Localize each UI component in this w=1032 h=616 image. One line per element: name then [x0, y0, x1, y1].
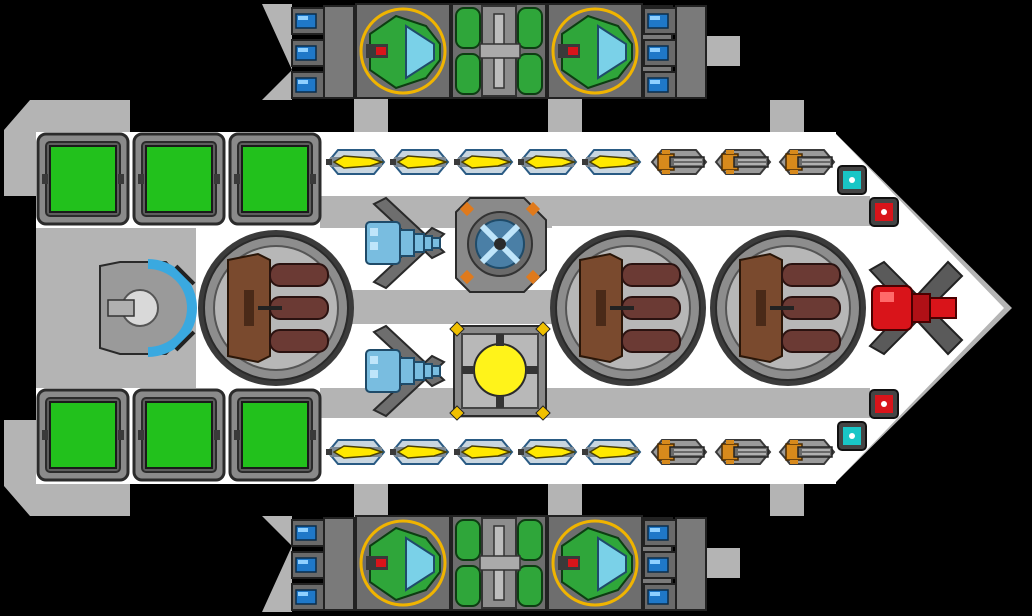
power-cell-icon[interactable] [228, 388, 322, 482]
shield-generator-icon[interactable] [455, 197, 547, 293]
vent-icon [291, 5, 355, 99]
missile-launcher-icon[interactable] [453, 149, 513, 175]
bottom-wing [291, 514, 707, 612]
missile-launcher-icon[interactable] [325, 149, 385, 175]
thruster-pod-icon[interactable] [354, 2, 452, 100]
power-cell-icon[interactable] [132, 388, 226, 482]
thruster-pod-icon[interactable] [546, 514, 644, 612]
laser-turret-icon[interactable] [715, 439, 771, 465]
plasma-cannon-icon[interactable] [868, 260, 964, 356]
laser-turret-icon[interactable] [651, 439, 707, 465]
missile-launcher-icon[interactable] [453, 439, 513, 465]
laser-turret-icon[interactable] [715, 149, 771, 175]
sensor-core-icon[interactable] [449, 321, 551, 421]
teleporter-icon[interactable] [837, 421, 867, 451]
vent-icon [641, 5, 707, 99]
laser-turret-icon[interactable] [651, 149, 707, 175]
torpedo-bay-icon[interactable] [549, 229, 707, 387]
missile-launcher-icon[interactable] [581, 439, 641, 465]
teleporter-icon[interactable] [837, 165, 867, 195]
cockpit-icon[interactable] [99, 259, 197, 357]
missile-launcher-icon[interactable] [517, 149, 577, 175]
torpedo-bay-icon[interactable] [197, 229, 355, 387]
power-cell-icon[interactable] [36, 388, 130, 482]
thruster-pod-icon[interactable] [354, 514, 452, 612]
missile-launcher-icon[interactable] [325, 439, 385, 465]
thruster-pod-icon[interactable] [546, 2, 644, 100]
warning-beacon-icon[interactable] [869, 197, 899, 227]
laser-turret-icon[interactable] [779, 439, 835, 465]
power-cell-icon[interactable] [228, 132, 322, 226]
laser-turret-icon[interactable] [779, 149, 835, 175]
vent-icon [291, 517, 355, 611]
missile-launcher-icon[interactable] [389, 439, 449, 465]
reactor-core-icon[interactable] [451, 515, 547, 611]
power-cell-icon[interactable] [132, 132, 226, 226]
warning-beacon-icon[interactable] [869, 389, 899, 419]
missile-launcher-icon[interactable] [517, 439, 577, 465]
top-wing [291, 2, 707, 100]
power-cell-icon[interactable] [36, 132, 130, 226]
missile-launcher-icon[interactable] [581, 149, 641, 175]
vent-icon [641, 517, 707, 611]
reactor-core-icon[interactable] [451, 3, 547, 99]
torpedo-bay-icon[interactable] [709, 229, 867, 387]
missile-launcher-icon[interactable] [389, 149, 449, 175]
